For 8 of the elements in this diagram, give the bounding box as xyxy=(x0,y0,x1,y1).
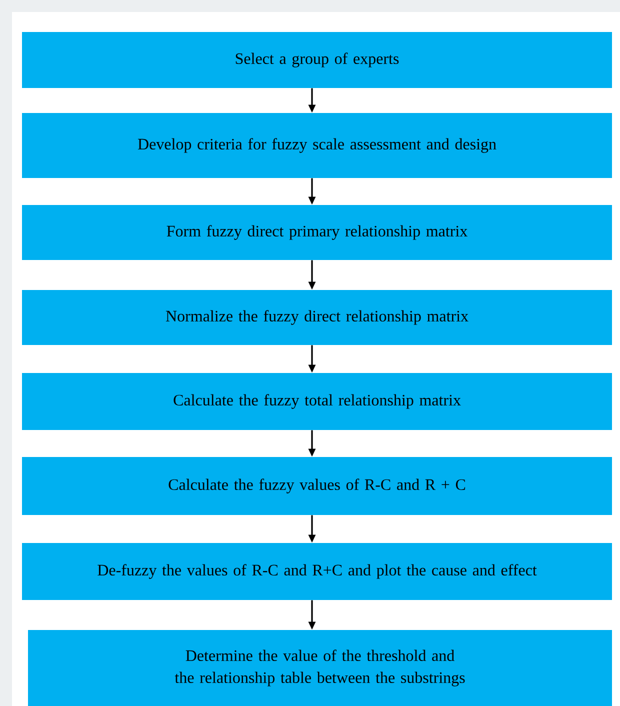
process-box: Develop criteria for fuzzy scale assessment and design xyxy=(22,113,612,178)
process-box: Normalize the fuzzy direct relationship matrix xyxy=(22,290,612,345)
process-box: Determine the value of the threshold and the relationship table between the substrings xyxy=(28,630,612,706)
process-box: Calculate the fuzzy total relationship matrix xyxy=(22,373,612,430)
process-box: Calculate the fuzzy values of R-C and R + C xyxy=(22,457,612,515)
process-box: De-fuzzy the values of R-C and R+C and plot the cause and effect xyxy=(22,543,612,600)
process-box: Form fuzzy direct primary relationship matrix xyxy=(22,205,612,260)
process-box: Select a group of experts xyxy=(22,32,612,88)
